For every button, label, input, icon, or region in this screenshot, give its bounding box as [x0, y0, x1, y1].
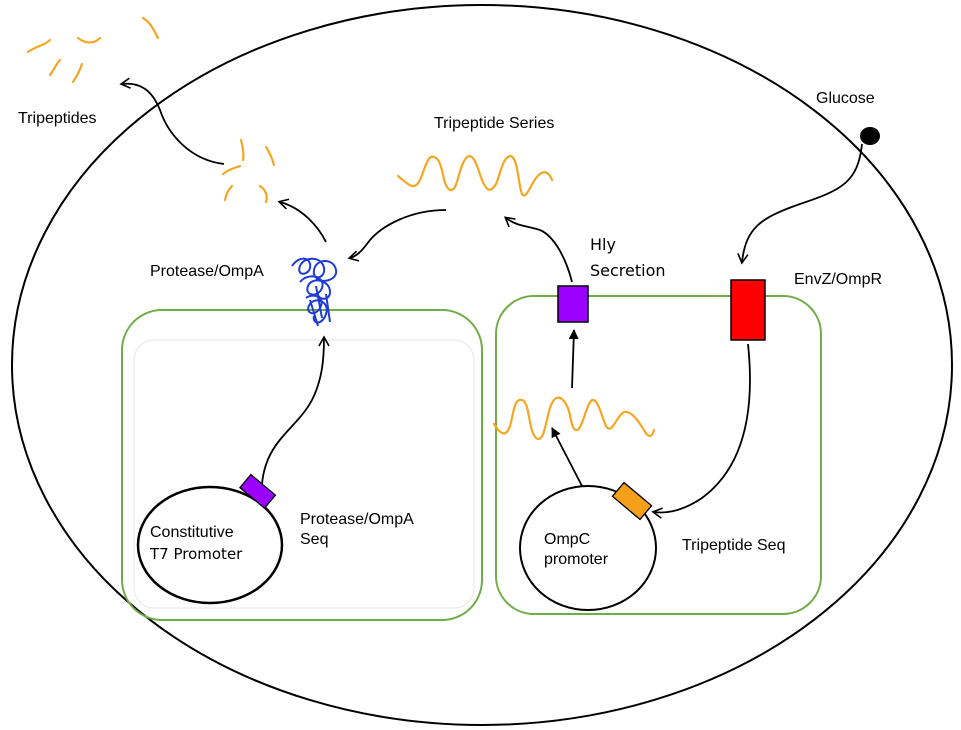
envz-receptor-icon: [730, 279, 766, 341]
ompc-gene-block-icon: [611, 481, 653, 521]
protease-coil-icon: [291, 257, 338, 327]
glucose-label: Glucose: [816, 90, 875, 107]
protease-seq-label-line1: Protease/OmpA: [300, 511, 414, 528]
arrow-envz-to-ompc: [651, 343, 751, 519]
t7-gene-block-icon: [239, 473, 277, 510]
arrow-glucose-to-envz: [737, 143, 863, 265]
constitutive-label: Constitutive: [150, 524, 234, 541]
envz-ompr-label: EnvZ/OmpR: [794, 271, 882, 288]
left-compartment-inner: [133, 339, 475, 609]
ompc-label: OmpC: [544, 531, 590, 548]
hly-label-line2: Secretion: [590, 261, 666, 280]
arrow-hly-to-series: [503, 216, 573, 283]
arrow-protease-to-tripeptides: [277, 198, 327, 243]
tripeptides-label: Tripeptides: [18, 110, 97, 127]
t7-plasmid: [136, 485, 284, 605]
arrow-wave-to-hly: [568, 329, 579, 389]
tripeptide-inner-wave: [492, 396, 656, 441]
right-compartment: [495, 295, 822, 615]
protease-seq-label-line2: Seq: [300, 531, 328, 548]
arrow-ompc-to-wave: [551, 427, 583, 487]
glucose-dot-icon: [860, 127, 880, 145]
protease-ompa-label: Protease/OmpA: [150, 263, 264, 280]
hly-label-line1: Hly: [590, 235, 616, 254]
tripeptide-series-wave: [396, 154, 554, 197]
cell-membrane: [11, 4, 953, 726]
arrow-t7-to-protease: [261, 335, 330, 485]
hly-transporter-icon: [557, 285, 589, 323]
ompc-plasmid: [519, 485, 657, 611]
released-tripeptides: [221, 138, 276, 204]
tripeptide-seq-label: Tripeptide Seq: [682, 537, 785, 554]
arrow-series-to-protease: [347, 209, 447, 262]
arrow-tripeptides-out: [119, 77, 225, 165]
t7-promoter-label: T7 Promoter: [149, 545, 243, 563]
left-compartment: [121, 309, 483, 621]
tripeptide-series-label: Tripeptide Series: [434, 115, 554, 132]
free-tripeptides: [26, 16, 160, 84]
ompc-promoter-label: promoter: [544, 551, 609, 568]
